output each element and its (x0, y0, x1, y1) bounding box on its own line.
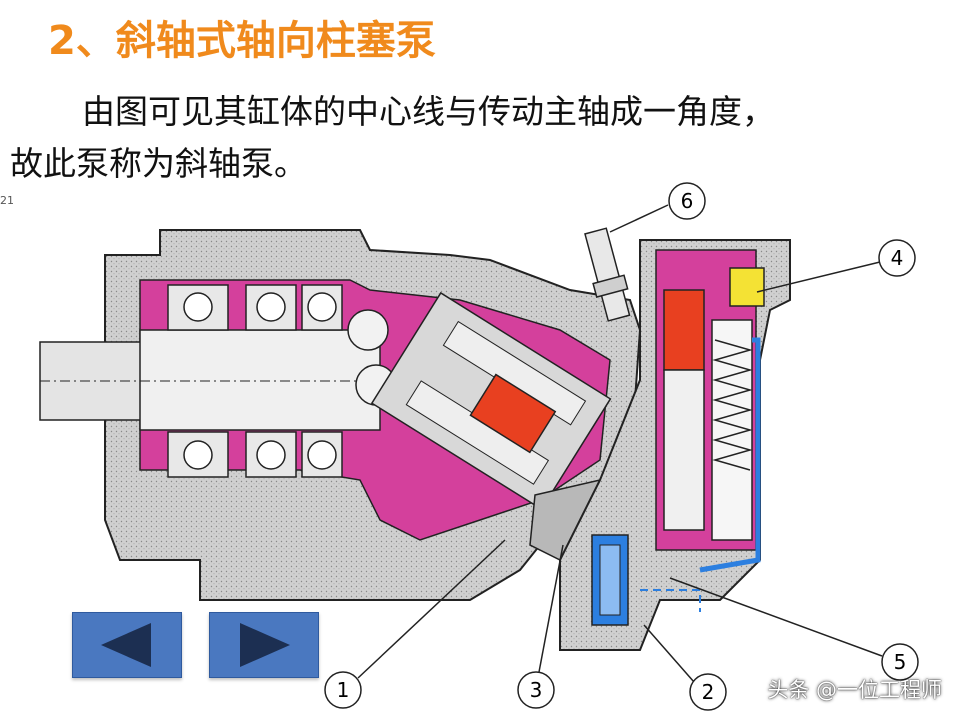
bearings-bottom (167, 431, 343, 478)
figure-corner-label: 21 (0, 194, 14, 207)
previous-slide-button[interactable] (72, 612, 182, 678)
piston-red (469, 373, 557, 454)
callout-3: 3 (517, 671, 555, 709)
svg-text:5: 5 (894, 650, 907, 674)
callout-4: 4 (878, 239, 916, 277)
pump-cross-section-diagram: 1 2 3 4 5 6 (39, 182, 919, 711)
shaft-main (139, 329, 381, 431)
body-text-line-2: 故此泵称为斜轴泵。 (10, 144, 307, 183)
oil-channel-blue (699, 337, 761, 573)
callout-5: 5 (881, 643, 919, 681)
sensor-component (584, 227, 631, 322)
callout-2: 2 (689, 673, 727, 711)
triangle-right-icon (240, 623, 290, 667)
ball-joint-upper (347, 309, 389, 351)
cylinder-block (370, 291, 612, 511)
svg-text:1: 1 (337, 678, 350, 702)
callout-6: 6 (668, 182, 706, 220)
slide-body-text: 由图可见其缸体的中心线与传动主轴成一角度， 故此泵称为斜轴泵。 (10, 86, 960, 190)
control-piston-red (663, 289, 705, 371)
svg-text:6: 6 (681, 189, 694, 213)
callout-1: 1 (324, 671, 362, 709)
bearings-top (167, 284, 343, 331)
triangle-left-icon (101, 623, 151, 667)
svg-text:2: 2 (702, 680, 715, 704)
next-slide-button[interactable] (209, 612, 319, 678)
svg-text:4: 4 (891, 246, 904, 270)
adjusting-screw-yellow (729, 267, 765, 307)
watermark: 头条 @一位工程师 (767, 678, 942, 702)
slide-title: 2、斜轴式轴向柱塞泵 (48, 18, 436, 64)
svg-text:3: 3 (530, 678, 543, 702)
body-text-line-1: 由图可见其缸体的中心线与传动主轴成一角度， (82, 92, 775, 131)
